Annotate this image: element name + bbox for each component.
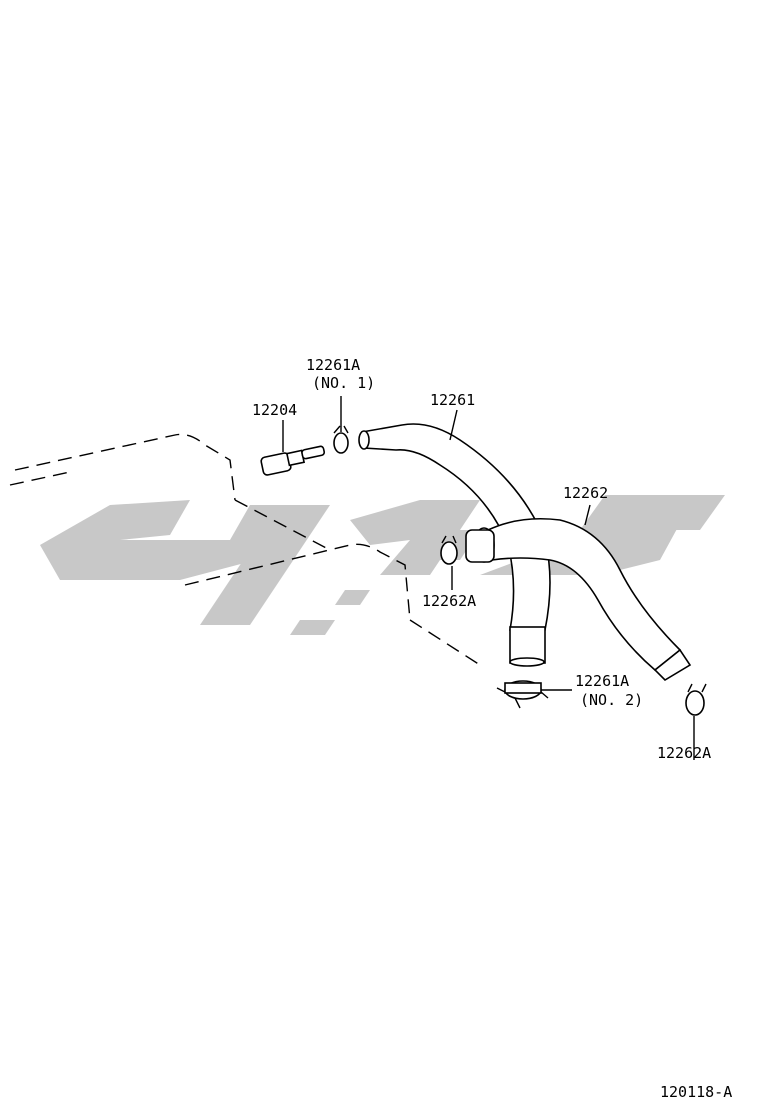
callout-part-number: 12204 xyxy=(252,401,297,419)
callout-part-number: 12262A xyxy=(657,744,711,762)
engine-outline xyxy=(9,433,481,666)
leader-lines xyxy=(282,396,695,760)
callout-part-number: 12261A xyxy=(306,356,360,374)
diagram-code: 120118-A xyxy=(660,1083,732,1101)
callout-note: (NO. 1) xyxy=(312,374,375,392)
callout-labels: 12261A (NO. 1) 12204 12261 12262 12262A … xyxy=(252,356,711,762)
clip-12262a-center xyxy=(440,535,458,565)
callout-note: (NO. 2) xyxy=(580,691,643,709)
hose-12262 xyxy=(465,517,692,682)
clip-no1 xyxy=(333,425,349,454)
clip-12262a-right xyxy=(685,683,707,716)
clamp-no2 xyxy=(496,680,549,709)
callout-part-number: 12262A xyxy=(422,592,476,610)
pcv-valve xyxy=(260,445,326,476)
callout-part-number: 12261 xyxy=(430,391,475,409)
callout-part-number: 12261A xyxy=(575,672,629,690)
callout-part-number: 12262 xyxy=(563,484,608,502)
